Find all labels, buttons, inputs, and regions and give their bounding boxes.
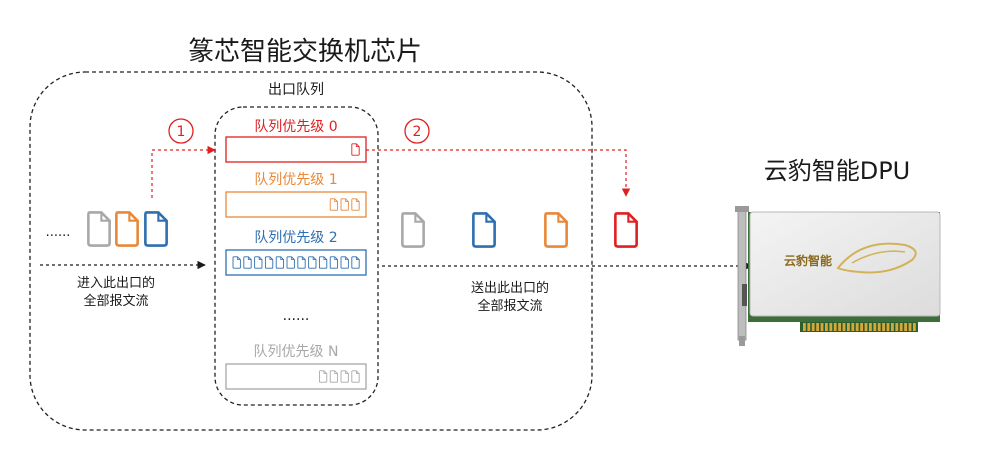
queue-n-box bbox=[225, 363, 367, 390]
egress-caption-line1: 送出此出口的 bbox=[471, 280, 549, 296]
step-1-marker: 1 bbox=[168, 118, 194, 144]
step-2-marker: 2 bbox=[404, 118, 430, 144]
gold-finger bbox=[825, 323, 828, 331]
gold-finger bbox=[908, 323, 912, 331]
gold-finger bbox=[820, 323, 824, 331]
ingress-caption-line1: 进入此出口的 bbox=[77, 275, 155, 291]
gold-finger bbox=[803, 323, 806, 331]
queue-0-label: 队列优先级 0 bbox=[254, 119, 337, 135]
gold-finger bbox=[886, 323, 890, 331]
egress-caption-line2: 全部报文流 bbox=[477, 298, 542, 314]
egress-packet-gray-icon bbox=[400, 211, 426, 249]
step-2-number: 2 bbox=[413, 124, 422, 140]
chip-boundary bbox=[29, 71, 593, 431]
gold-finger bbox=[829, 323, 833, 331]
queue-2-label: 队列优先级 2 bbox=[254, 230, 337, 246]
chip-title: 篆芯智能交换机芯片 bbox=[188, 37, 422, 67]
egress-packet-orange-icon bbox=[543, 211, 569, 249]
ingress-packet-blue-icon bbox=[143, 210, 169, 248]
step-2-path bbox=[366, 149, 631, 197]
queue-1-label: 队列优先级 1 bbox=[254, 172, 337, 188]
gold-finger bbox=[842, 323, 846, 331]
egress-packet-red-icon bbox=[613, 211, 639, 249]
queue-group-label: 出口队列 bbox=[268, 82, 324, 98]
gold-finger bbox=[891, 323, 894, 331]
step-1-number: 1 bbox=[177, 124, 186, 140]
ingress-packet-orange-icon bbox=[114, 210, 140, 248]
gold-finger bbox=[895, 323, 899, 331]
gold-finger bbox=[869, 323, 872, 331]
queue-2-box bbox=[225, 249, 367, 276]
ingress-packets bbox=[86, 210, 169, 248]
queue-ellipsis: ...... bbox=[283, 308, 310, 324]
egress-packets bbox=[400, 211, 639, 249]
ingress-caption-line2: 全部报文流 bbox=[83, 293, 148, 309]
dpu-card-image: 云豹智能 bbox=[735, 206, 941, 346]
gold-finger bbox=[833, 323, 837, 331]
ingress-packet-gray-icon bbox=[86, 210, 112, 248]
queue-1-box bbox=[225, 191, 367, 218]
gold-finger bbox=[847, 323, 850, 331]
dpu-title: 云豹智能DPU bbox=[764, 157, 911, 185]
gold-finger bbox=[855, 323, 859, 331]
gold-finger bbox=[877, 323, 881, 331]
gold-finger bbox=[913, 323, 916, 331]
gold-finger bbox=[904, 323, 907, 331]
gold-finger bbox=[851, 323, 855, 331]
queue-group-boundary bbox=[214, 106, 379, 406]
gold-finger bbox=[811, 323, 815, 331]
gold-finger bbox=[873, 323, 877, 331]
gold-finger bbox=[864, 323, 868, 331]
gold-finger bbox=[807, 323, 811, 331]
egress-packet-blue-icon bbox=[471, 211, 497, 249]
gold-finger bbox=[899, 323, 903, 331]
gold-finger bbox=[816, 323, 819, 331]
pcie-gold-fingers bbox=[803, 323, 916, 331]
queue-n-label: 队列优先级 N bbox=[254, 344, 339, 360]
gold-finger bbox=[860, 323, 863, 331]
dpu-card-brand: 云豹智能 bbox=[784, 253, 832, 268]
queue-0-box bbox=[225, 136, 367, 163]
gold-finger bbox=[882, 323, 885, 331]
step-1-path bbox=[151, 145, 216, 198]
gold-finger bbox=[838, 323, 841, 331]
ingress-ellipsis: ...... bbox=[46, 225, 71, 240]
